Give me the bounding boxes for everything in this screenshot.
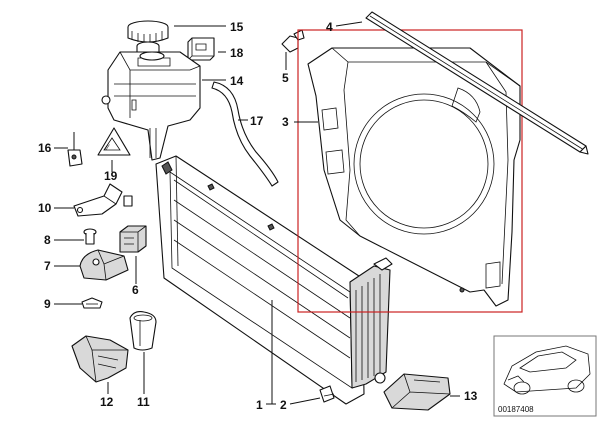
callout-5: 5 <box>282 71 289 85</box>
callout-19: 19 <box>104 169 118 183</box>
callout-16: 16 <box>38 141 52 155</box>
mounting-clip[interactable] <box>187 37 215 61</box>
callout-18: 18 <box>230 46 244 60</box>
callout-13: 13 <box>464 389 478 403</box>
callout-7: 7 <box>44 259 51 273</box>
radiator[interactable] <box>155 155 393 405</box>
callout-11: 11 <box>137 395 150 409</box>
rubber-mount[interactable] <box>119 225 147 253</box>
lower-air-guide[interactable] <box>383 373 451 411</box>
callout-6: 6 <box>132 283 139 297</box>
tank-cap[interactable] <box>127 20 169 56</box>
callout-9: 9 <box>44 297 51 311</box>
callout-3: 3 <box>282 115 289 129</box>
warning-label[interactable]: ∕∕ <box>97 127 131 156</box>
callout-10: 10 <box>38 201 52 215</box>
callout-2: 2 <box>280 398 287 412</box>
radiator-bracket[interactable] <box>73 183 133 217</box>
coolant-hose[interactable] <box>211 81 279 187</box>
callout-15: 15 <box>230 20 244 34</box>
air-duct[interactable] <box>71 335 129 383</box>
small-clip[interactable] <box>81 297 103 309</box>
fan-shroud[interactable] <box>307 47 521 307</box>
callout-17: 17 <box>250 114 264 128</box>
callout-14: 14 <box>230 74 244 88</box>
callout-8: 8 <box>44 233 51 247</box>
drain-plug[interactable] <box>319 385 335 403</box>
callout-12: 12 <box>100 395 114 409</box>
callout-1: 1 <box>256 398 263 412</box>
level-sensor[interactable] <box>67 132 83 167</box>
reference-number: 00187408 <box>498 405 534 414</box>
lower-mount[interactable] <box>79 249 129 281</box>
highlight-box <box>297 29 523 313</box>
callout-4: 4 <box>326 20 333 34</box>
rubber-buffer[interactable] <box>129 311 157 351</box>
car-thumbnail[interactable]: 00187408 <box>493 335 597 417</box>
seal-strip[interactable] <box>365 11 589 155</box>
expansion-tank[interactable] <box>101 51 201 161</box>
svg-text:∕∕: ∕∕ <box>104 143 110 152</box>
car-thumbnail-icon <box>503 345 591 395</box>
leader-lines <box>54 21 460 405</box>
mounting-bolt[interactable] <box>83 228 97 245</box>
expansion-rivet[interactable] <box>281 29 305 53</box>
